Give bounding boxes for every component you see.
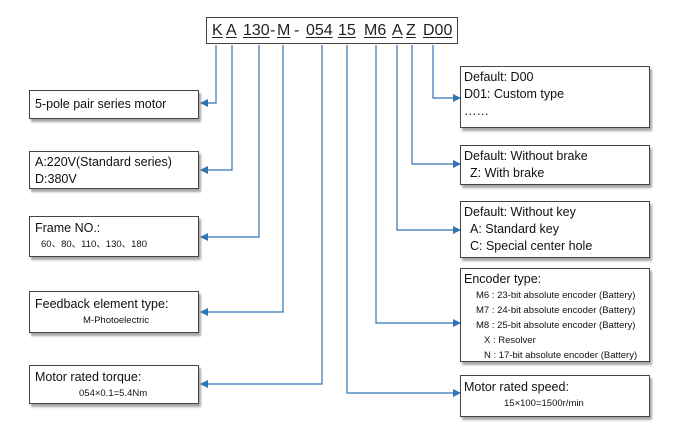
code-seg-dash-2: - (294, 22, 300, 39)
brake-line2: Z: With brake (470, 166, 545, 180)
torque-title: Motor rated torque: (35, 370, 142, 384)
key-line2: A: Standard key (470, 222, 559, 236)
voltage-box: A:220V(Standard series) D:380V (29, 151, 199, 189)
code-seg-m: M (277, 22, 291, 39)
connector-z (411, 45, 461, 168)
speed-detail: 15×100=1500r/min (504, 398, 584, 409)
key-box: Default: Without key A: Standard key C: … (460, 201, 650, 258)
motor-series-title: 5-pole pair series motor (35, 97, 167, 111)
encoder-item: X : Resolver (484, 335, 536, 346)
encoder-item: M8 : 25-bit absolute encoder (Battery) (476, 320, 636, 331)
speed-title: Motor rated speed: (464, 380, 569, 394)
code-seg-054: 054 (306, 22, 333, 39)
code-seg-130: 130 (243, 22, 270, 39)
code-seg-z: Z (406, 22, 416, 39)
connector-a (200, 45, 233, 174)
code-seg-d00: D00 (423, 22, 453, 39)
code-seg-a2: A (392, 22, 403, 39)
brake-box: Default: Without brake Z: With brake (460, 145, 650, 185)
voltage-line2: D:380V (35, 172, 77, 186)
code-seg-m6: M6 (364, 22, 387, 39)
encoder-box: Encoder type: M6 : 23-bit absolute encod… (460, 268, 650, 362)
motor-series-box: 5-pole pair series motor (29, 90, 199, 119)
connector-130 (200, 45, 260, 241)
connector-m6 (375, 45, 461, 327)
frame-detail: 60、80、110、130、180 (41, 239, 147, 250)
code-seg-k: K (212, 22, 223, 39)
encoder-item: N : 17-bit absolute encoder (Battery) (484, 350, 638, 361)
custom-line3: …… (464, 104, 489, 118)
feedback-detail: M-Photoelectric (83, 315, 149, 326)
encoder-item: M7 : 24-bit absolute encoder (Battery) (476, 305, 636, 316)
connector-15 (346, 45, 461, 397)
custom-line1: Default: D00 (464, 70, 534, 84)
encoder-title: Encoder type: (464, 272, 542, 286)
model-code-frame (206, 17, 458, 44)
speed-box: Motor rated speed: 15×100=1500r/min (460, 375, 650, 417)
feedback-title: Feedback element type: (35, 297, 169, 311)
brake-line1: Default: Without brake (464, 149, 588, 163)
code-seg-a: A (226, 22, 237, 39)
connector-054 (200, 45, 323, 388)
custom-box: Default: D00 D01: Custom type …… (460, 66, 650, 128)
custom-line2: D01: Custom type (464, 87, 565, 101)
voltage-line1: A:220V(Standard series) (35, 155, 172, 169)
torque-box: Motor rated torque: 054×0.1=5.4Nm (29, 365, 199, 404)
encoder-item: M6 : 23-bit absolute encoder (Battery) (476, 290, 636, 301)
frame-box: Frame NO.: 60、80、110、130、180 (29, 216, 199, 257)
key-line1: Default: Without key (464, 205, 576, 219)
key-line3: C: Special center hole (470, 239, 593, 253)
frame-title: Frame NO.: (35, 221, 101, 235)
torque-detail: 054×0.1=5.4Nm (79, 388, 148, 399)
code-seg-dash-1: - (270, 22, 276, 39)
connector-key-a (396, 45, 461, 234)
code-seg-15: 15 (338, 22, 356, 39)
connector-m (200, 45, 284, 316)
connector-d00 (432, 45, 461, 102)
connector-k (200, 45, 217, 107)
feedback-box: Feedback element type: M-Photoelectric (29, 291, 199, 333)
